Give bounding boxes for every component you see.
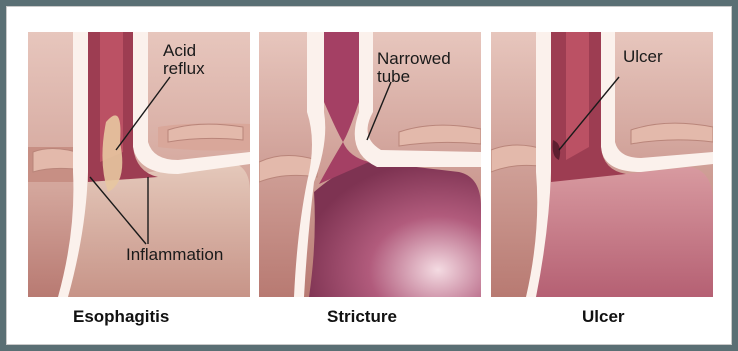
stricture-panel: Narrowed tube — [259, 32, 481, 297]
ulcer-label: Ulcer — [623, 48, 663, 65]
esophagitis-panel: Acid reflux Inflammation — [28, 32, 250, 297]
ulcer-panel: Ulcer — [491, 32, 713, 297]
reflux-label: reflux — [163, 60, 205, 77]
ulcer-illustration — [491, 32, 713, 297]
figure-frame: Acid reflux Inflammation — [6, 6, 732, 345]
ulcer-caption: Ulcer — [582, 307, 625, 327]
narrowed-label: Narrowed — [377, 50, 451, 67]
stricture-illustration — [259, 32, 481, 297]
acid-label: Acid — [163, 42, 196, 59]
inflammation-label: Inflammation — [126, 246, 223, 263]
tube-label: tube — [377, 68, 410, 85]
stricture-caption: Stricture — [327, 307, 397, 327]
esophagitis-caption: Esophagitis — [73, 307, 169, 327]
